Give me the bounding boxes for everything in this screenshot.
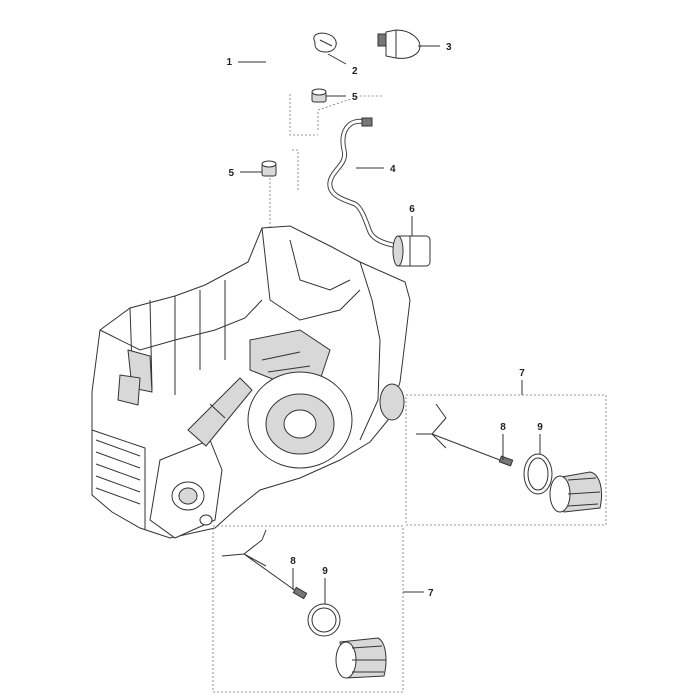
callout-8-bottom: 8 (290, 556, 296, 567)
part-3-primer-bulb (377, 29, 421, 59)
part-6-oil-filter (392, 235, 431, 267)
callout-6: 6 (409, 204, 415, 215)
detail-box-bottom (212, 525, 404, 693)
crankcase (91, 225, 411, 539)
part-2-hose-clip (313, 32, 337, 53)
leader-lines (238, 45, 541, 604)
callout-1: 1 (226, 57, 232, 68)
callout-9-right: 9 (537, 422, 543, 433)
callout-8-right: 8 (500, 422, 506, 433)
callout-5-lower: 5 (228, 168, 234, 179)
callout-2: 2 (352, 66, 358, 77)
detail-box-right (405, 394, 607, 526)
callout-3: 3 (446, 42, 452, 53)
callout-4: 4 (390, 164, 396, 175)
part-5-grommet-upper (311, 88, 327, 103)
callout-7-bottom: 7 (428, 588, 434, 599)
callout-7-right: 7 (519, 368, 525, 379)
part-5-grommet-lower (261, 160, 277, 177)
callout-5-upper: 5 (352, 92, 358, 103)
callout-9-bottom: 9 (322, 566, 328, 577)
part-4-oil-hose (327, 117, 399, 249)
